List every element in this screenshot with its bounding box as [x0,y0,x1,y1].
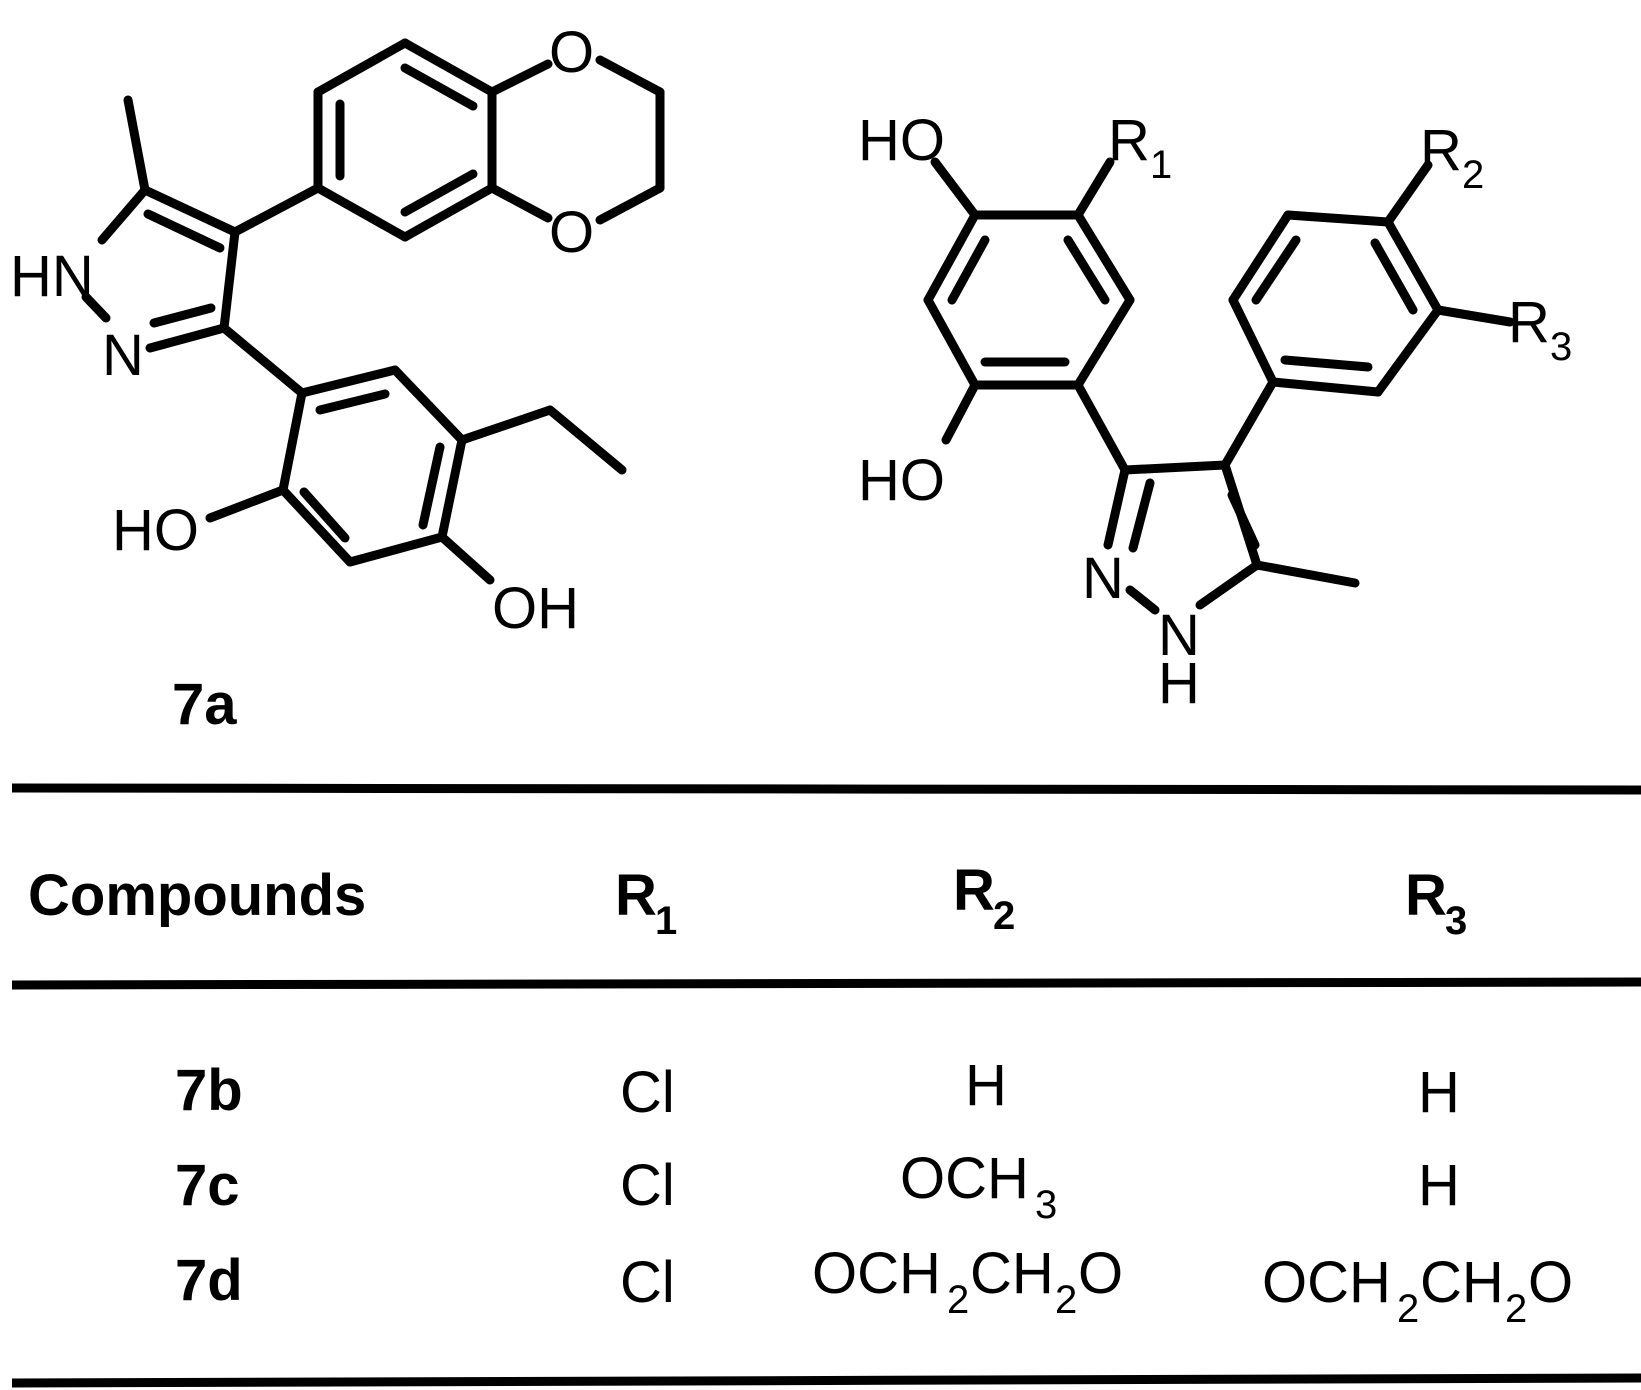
cell-r3-part-a: OCH [1262,1250,1391,1315]
cell-r3: H [1418,1060,1460,1125]
table-row: 7b Cl H H [175,1053,1460,1125]
atom-n: N [1082,546,1124,611]
cell-r2-part-c: O [1078,1241,1123,1306]
header-r2: R [953,858,995,923]
cell-r2-sub-2: 2 [1055,1278,1077,1322]
atom-o-bottom: O [549,200,594,265]
atom-n: N [102,323,144,388]
atom-r1: R [1108,108,1150,173]
cell-r3-sub-1: 2 [1397,1287,1419,1331]
cell-compound: 7b [175,1058,243,1123]
header-r1: R [615,863,657,928]
header-compounds: Compounds [28,863,366,928]
substituent-table: Compounds R 1 R 2 R 3 7b Cl H H 7c Cl OC… [11,783,1641,1388]
cell-r3-part-b: CH [1420,1250,1504,1315]
atom-ho-bottom: HO [858,448,945,513]
bottom-rule [11,1373,1641,1388]
cell-compound: 7c [175,1153,240,1218]
compound-label-7a: 7a [172,672,237,737]
atom-r3: R [1508,290,1550,355]
header-r2-sub: 2 [993,894,1015,938]
atom-n-bottom: N [1158,603,1200,668]
cell-r3: H [1418,1153,1460,1218]
atom-r1-sub: 1 [1150,143,1172,187]
atom-h-bottom: H [1158,651,1200,716]
atom-r2: R [1420,118,1462,183]
atom-ho-top: HO [858,108,945,173]
cell-r2: OCH [900,1146,1029,1211]
header-r3: R [1405,863,1447,928]
cell-compound: 7d [175,1248,243,1313]
cell-r2-sub-1: 2 [947,1278,969,1322]
cell-r1: Cl [620,1153,675,1218]
atom-ho: HO [112,498,199,563]
atom-r3-sub: 3 [1550,325,1572,369]
cell-r3-part-c: O [1528,1250,1573,1315]
header-r1-sub: 1 [655,899,677,943]
header-r3-sub: 3 [1445,899,1467,943]
header-rule [11,977,1641,990]
cell-r2-sub: 3 [1035,1183,1057,1227]
cell-r2: H [965,1053,1007,1118]
cell-r2-part-a: OCH [812,1241,941,1306]
cell-r2-part-b: CH [970,1241,1054,1306]
cell-r1: Cl [620,1060,675,1125]
top-rule [11,783,1641,795]
atom-o-top: O [549,20,594,85]
atom-hn: HN [10,244,94,309]
atom-oh: OH [492,576,579,641]
atom-r2-sub: 2 [1462,153,1484,197]
table-row: 7c Cl OCH 3 H [175,1146,1460,1227]
table-row: 7d Cl OCH 2 CH 2 O OCH 2 CH 2 O [175,1241,1573,1331]
structure-7a: HN N O O HO OH 7a [10,20,665,737]
cell-r1: Cl [620,1250,675,1315]
cell-r3-sub-2: 2 [1505,1287,1527,1331]
structure-general: HO R 1 HO R 2 R 3 N N H [858,108,1572,716]
